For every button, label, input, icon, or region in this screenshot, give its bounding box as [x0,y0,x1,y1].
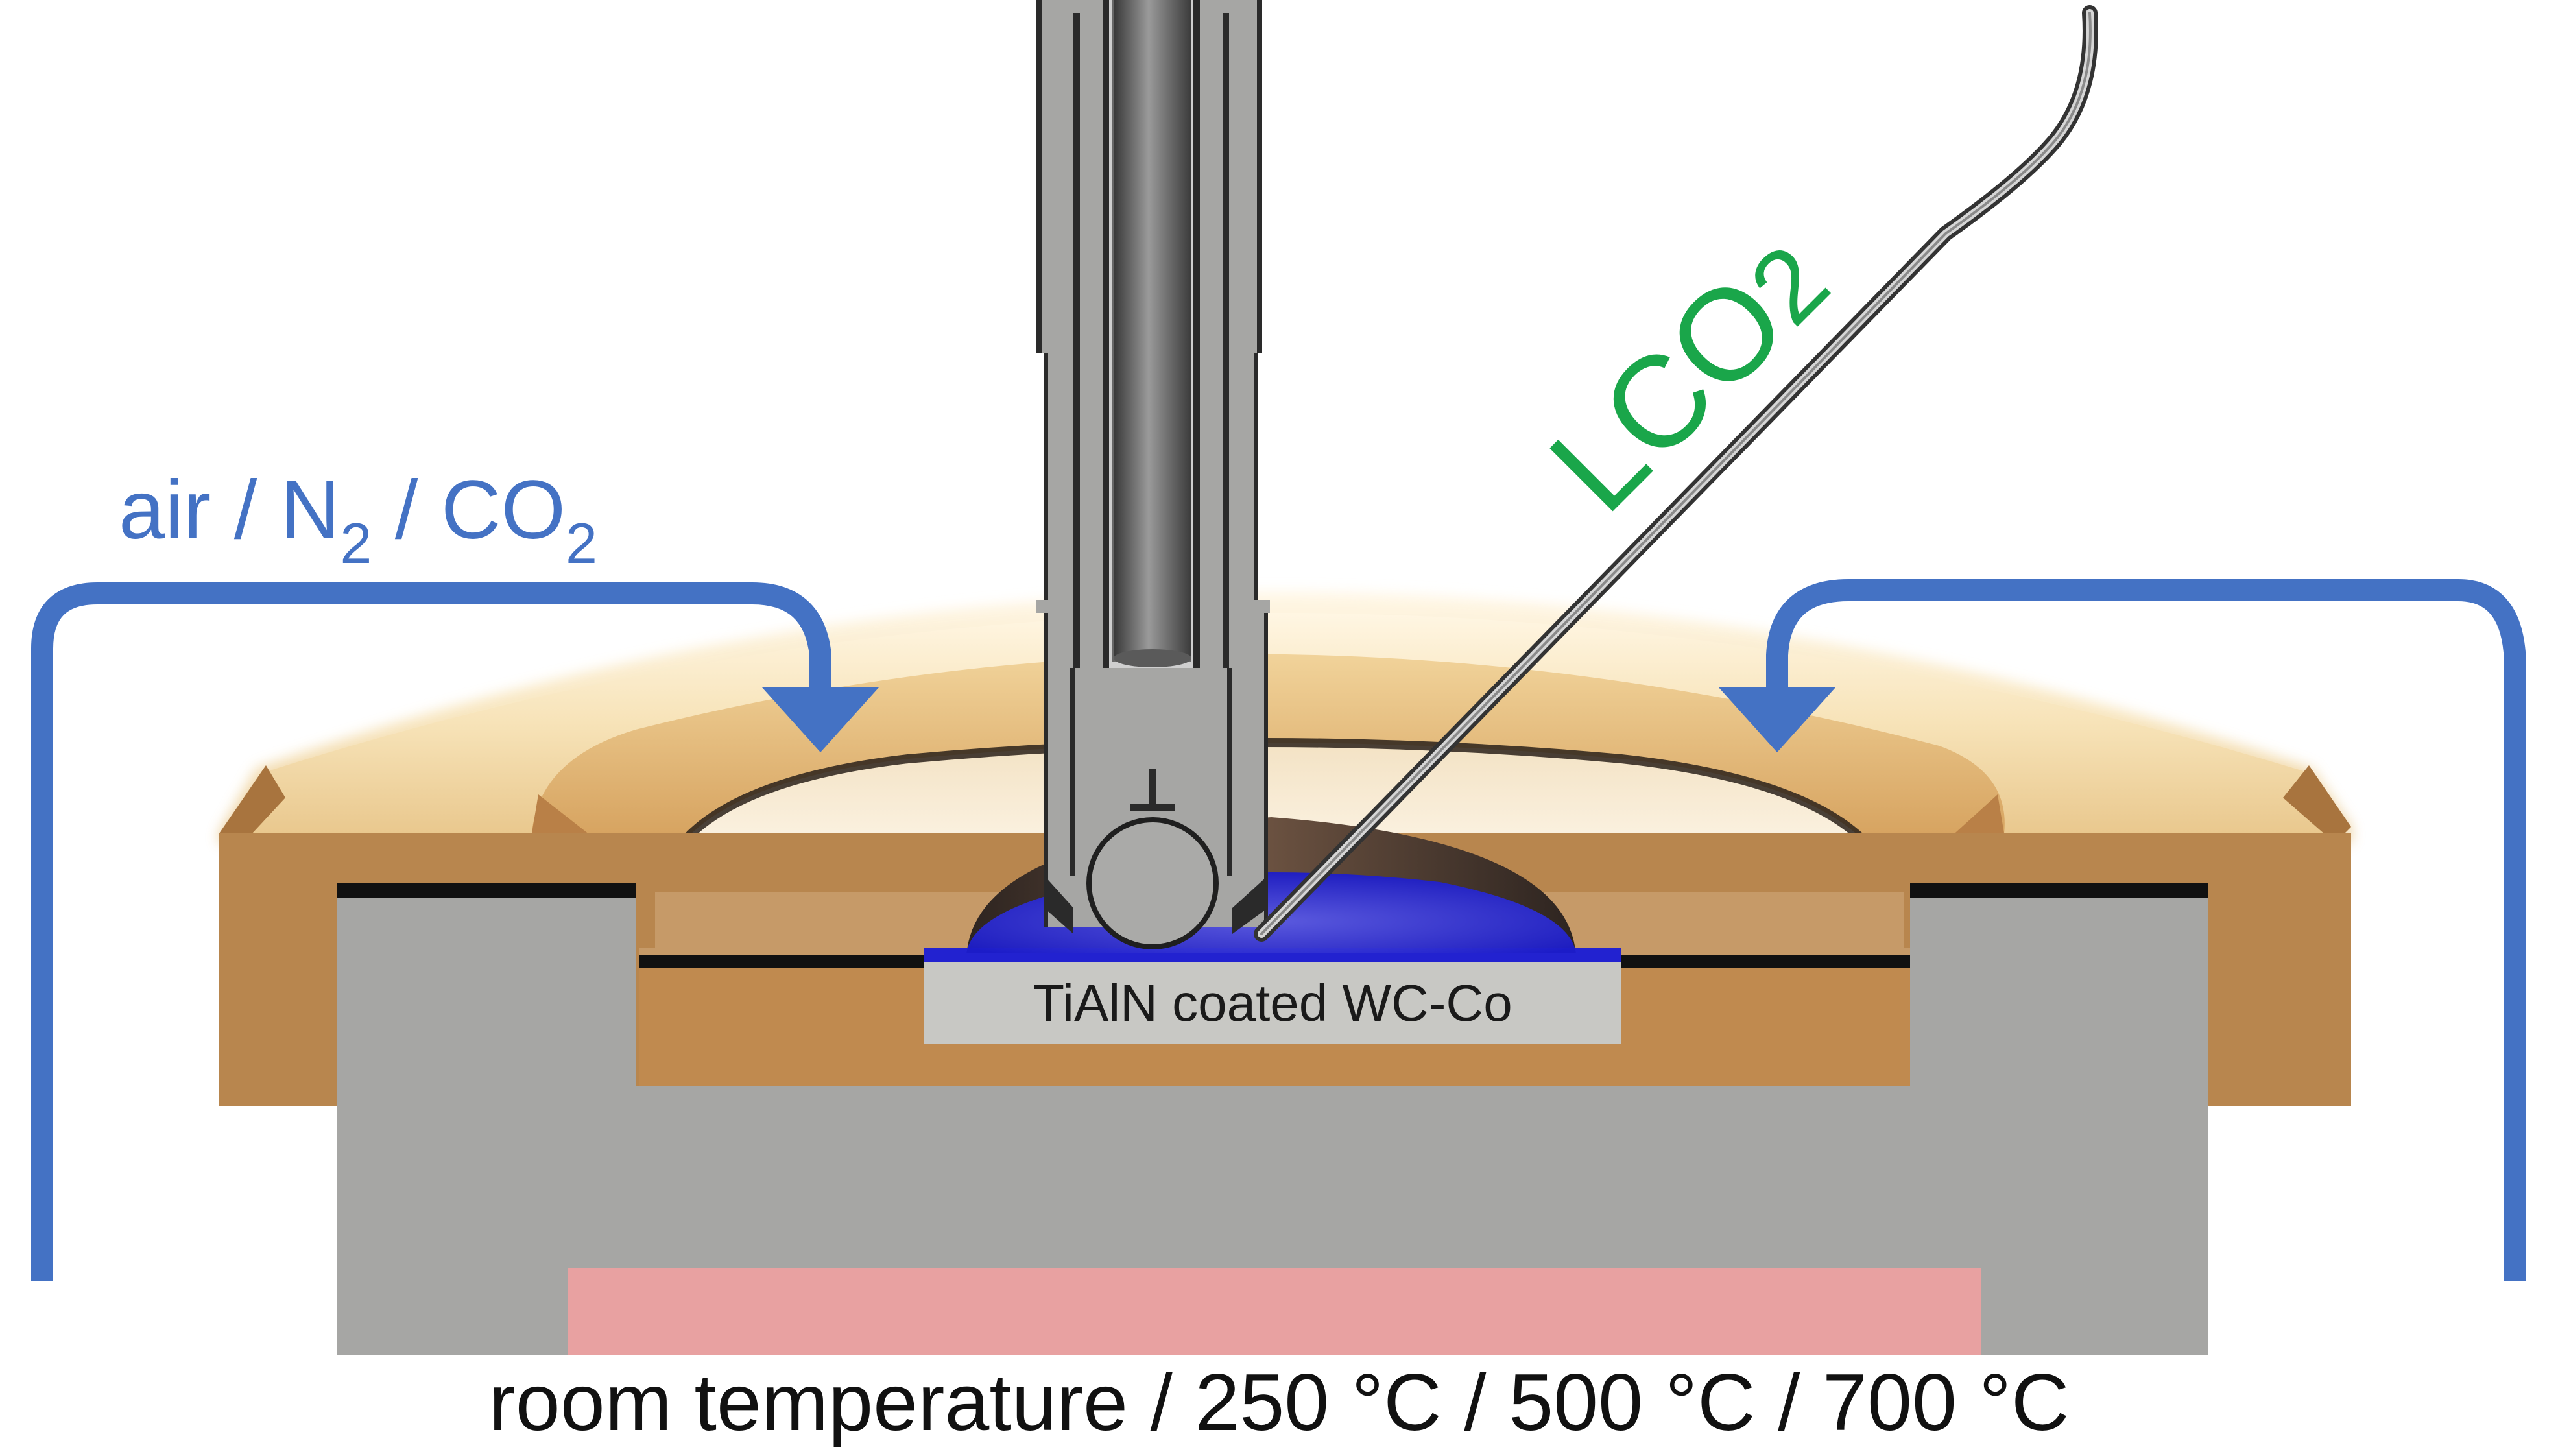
gas-inlet-arrow-right [1719,579,2526,1281]
gas-label-mid: / CO [372,464,566,556]
heater-element [568,1268,1981,1355]
gas-label-sub2: 2 [566,511,597,575]
temperature-label: room temperature / 250 °C / 500 °C / 700… [488,1358,2069,1448]
gas-inlet-arrow-left [31,582,879,1281]
tribometer-pin [1036,0,1270,934]
sample-label: TiAlN coated WC-Co [1033,974,1512,1032]
gas-label-main: air / N [119,464,340,556]
counter-ball [1086,817,1219,949]
sample-disc: TiAlN coated WC-Co [924,948,1621,1044]
gas-atmosphere-label: air / N2 / CO2 [119,464,597,575]
gas-label-sub1: 2 [340,511,372,575]
lco2-nozzle [1254,5,2098,942]
